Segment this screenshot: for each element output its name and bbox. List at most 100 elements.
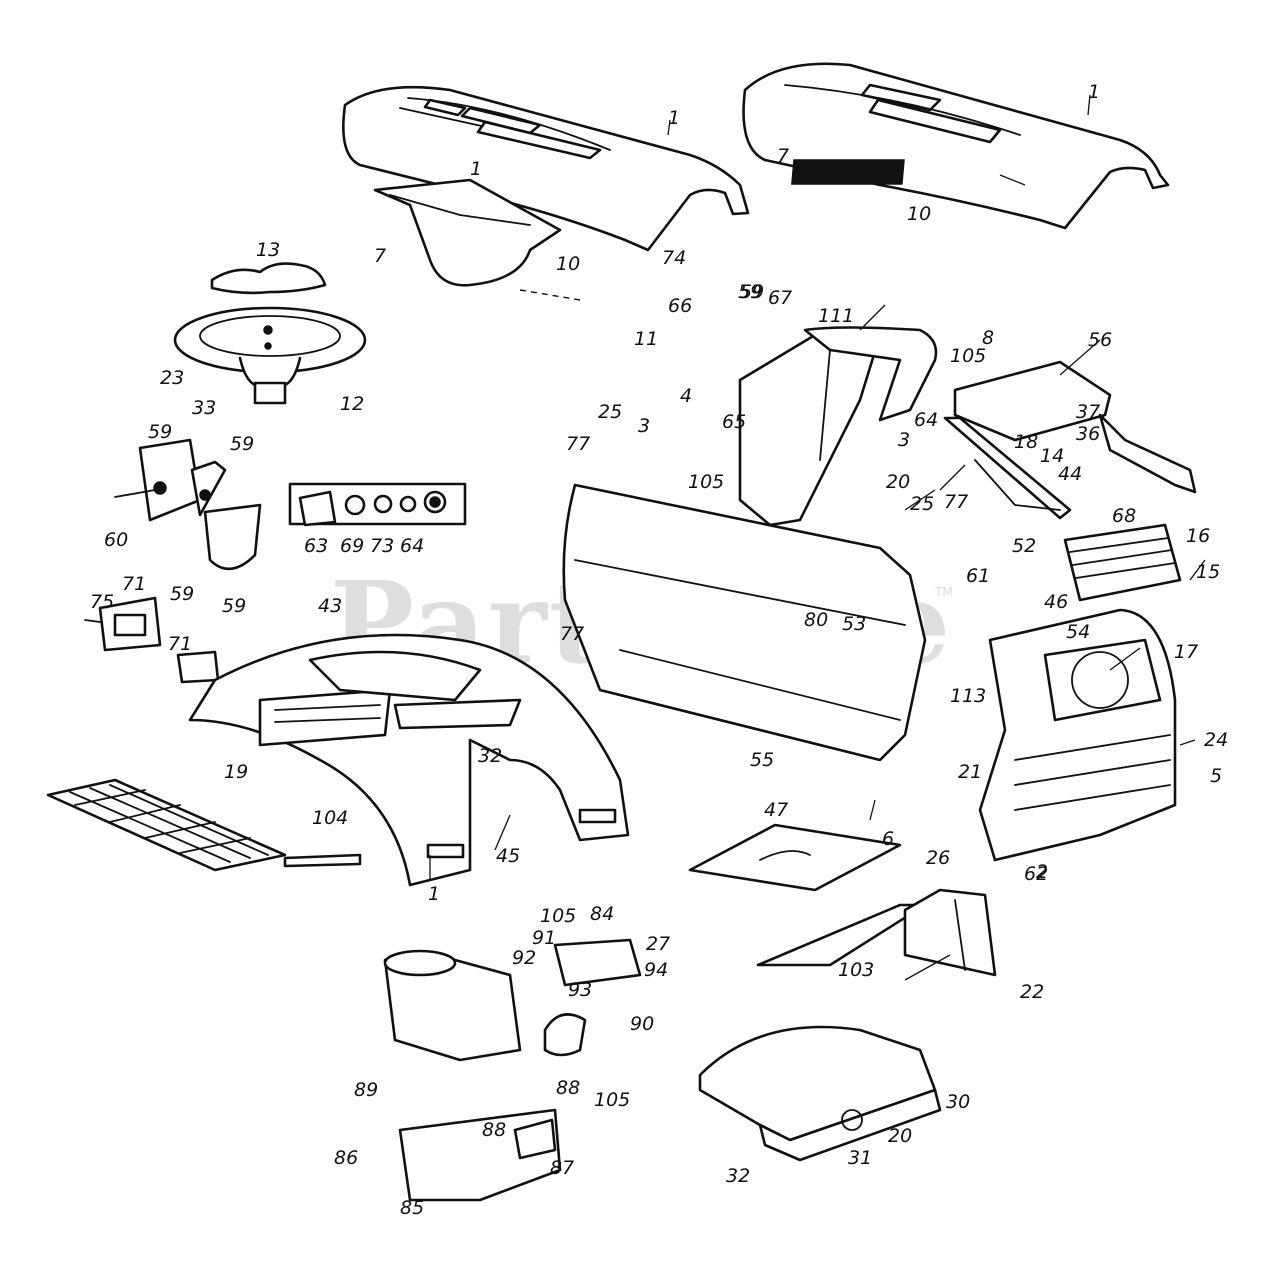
floor-plate: [688, 823, 902, 892]
callout-69: 69: [340, 535, 364, 557]
callout-63: 63: [304, 535, 328, 557]
callout-66: 66: [668, 295, 692, 317]
fender: [188, 633, 630, 887]
engine-shroud: [398, 1108, 562, 1202]
callout-59-e: 59: [738, 281, 762, 303]
callout-54: 54: [1066, 621, 1090, 643]
callout-60: 60: [104, 529, 128, 551]
callout-64-kit: 64: [400, 535, 424, 557]
callout-33: 33: [192, 397, 216, 419]
callout-layer: [429, 94, 1206, 981]
callout-10-right: 10: [907, 203, 931, 225]
callout-71-lamp: 71: [122, 573, 146, 595]
callout-20-upper: 20: [886, 471, 910, 493]
callout-15: 15: [1196, 561, 1220, 583]
callout-56: 56: [1088, 329, 1112, 351]
deflector: [756, 903, 927, 967]
callout-59-a: 59: [148, 421, 172, 443]
hood-right: [742, 62, 1170, 230]
callout-6: 6: [882, 828, 894, 850]
callout-59-f: 59: [740, 281, 764, 303]
callout-16: 16: [1186, 525, 1210, 547]
callout-71-lens: 71: [168, 633, 192, 655]
callout-45: 45: [496, 845, 520, 867]
callout-11: 11: [634, 328, 658, 350]
callout-12: 12: [340, 393, 364, 415]
callout-3-left: 3: [638, 415, 650, 437]
callout-14: 14: [1040, 445, 1064, 467]
callout-30: 30: [946, 1091, 970, 1113]
callout-105-bracket: 105: [950, 345, 986, 367]
callout-55: 55: [750, 749, 774, 771]
callout-75: 75: [90, 591, 114, 613]
callout-47: 47: [764, 799, 788, 821]
ignition-kit: [288, 482, 467, 527]
callout-105-dash: 105: [688, 471, 724, 493]
callout-25-right: 25: [910, 493, 934, 515]
callout-19: 19: [224, 761, 248, 783]
callout-65: 65: [722, 411, 746, 433]
dash-pedestal: [738, 326, 938, 527]
callout-88-a: 88: [556, 1077, 580, 1099]
callout-74: 74: [662, 247, 686, 269]
callout-68: 68: [1112, 505, 1136, 527]
engine: [383, 938, 642, 1062]
hood-liner-left: [373, 178, 562, 287]
callout-43: 43: [318, 595, 342, 617]
light-lens-68: [1063, 523, 1182, 602]
callout-7-right: 7: [777, 145, 789, 167]
callout-80: 80: [804, 609, 828, 631]
callout-37: 37: [1076, 401, 1100, 423]
callout-59-d: 59: [222, 595, 246, 617]
hood-bracket: [943, 360, 1197, 520]
callout-85: 85: [400, 1197, 424, 1219]
hood-left: [342, 85, 750, 252]
callout-labels: 1 1 1 1 2 3 3 4 5 6 7 7 8 10 10 11 12 13…: [90, 81, 1228, 1219]
callout-93: 93: [568, 979, 592, 1001]
callout-73: 73: [370, 535, 394, 557]
callout-59-b: 59: [230, 433, 254, 455]
callout-61: 61: [966, 565, 990, 587]
callout-64-dash: 64: [914, 409, 938, 431]
callout-20-lower: 20: [888, 1125, 912, 1147]
callout-22: 22: [1020, 981, 1044, 1003]
callout-7-left: 7: [374, 245, 386, 267]
callout-87: 87: [550, 1157, 574, 1179]
callout-13: 13: [256, 239, 280, 261]
steering-wheel-cap: [210, 262, 327, 295]
callout-32-fender: 32: [478, 745, 502, 767]
callout-62: 62: [1024, 863, 1048, 885]
callout-67: 67: [768, 287, 792, 309]
hood-screen-insert: [791, 159, 905, 185]
frame-section: [698, 1025, 942, 1162]
front-bracket: [903, 888, 997, 977]
callout-86: 86: [334, 1147, 358, 1169]
steering-wheel: [173, 306, 367, 405]
callout-1-hood-right: 1: [1088, 81, 1100, 103]
callout-77-right: 77: [944, 491, 968, 513]
callout-84: 84: [590, 903, 614, 925]
callout-5: 5: [1210, 765, 1222, 787]
callout-111: 111: [818, 305, 854, 327]
callout-8: 8: [982, 327, 994, 349]
callout-10-left: 10: [556, 253, 580, 275]
callout-1-fender: 1: [428, 883, 440, 905]
callout-31: 31: [848, 1147, 872, 1169]
callout-36: 36: [1076, 423, 1100, 445]
callout-27: 27: [646, 933, 670, 955]
callout-59-c: 59: [170, 583, 194, 605]
callout-105-lower: 105: [594, 1089, 630, 1111]
callout-89: 89: [354, 1079, 378, 1101]
callout-2: 2: [1036, 861, 1048, 883]
callout-1-hood-left: 1: [668, 107, 680, 129]
footrest-grate: [46, 778, 362, 872]
hood-liner-leader: [519, 289, 581, 301]
callout-92: 92: [512, 947, 536, 969]
grille-housing: [978, 608, 1177, 862]
lamp-lens: [176, 650, 220, 684]
callout-3-right: 3: [898, 429, 910, 451]
watermark-trademark: TM: [934, 585, 953, 599]
callout-77-lower: 77: [560, 623, 584, 645]
callout-21: 21: [958, 761, 982, 783]
